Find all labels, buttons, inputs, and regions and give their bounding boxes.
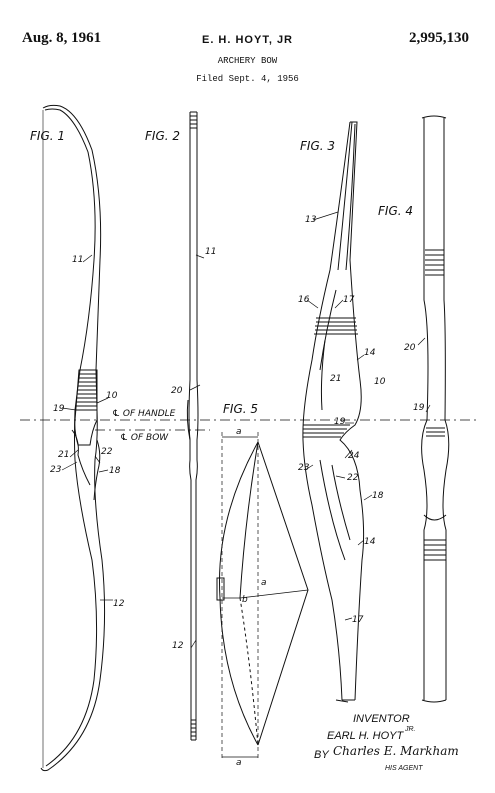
ref-17-top: 17 — [343, 295, 355, 305]
agent-signature: Charles E. Markham — [333, 744, 459, 758]
ref-19-fig3: 19 — [334, 417, 346, 427]
fig4-handle-front — [421, 115, 450, 703]
agent-title: HIS AGENT — [385, 765, 423, 772]
ref-21-fig1: 21 — [58, 450, 69, 460]
inventor-suffix: JR. — [404, 726, 416, 733]
ref-19-fig1: 19 — [53, 404, 65, 414]
patent-title: ARCHERY BOW — [217, 56, 278, 66]
ref-14-bottom: 14 — [364, 537, 376, 547]
ref-18-fig1: 18 — [109, 466, 121, 476]
dim-a-bottom: a — [236, 758, 242, 768]
centerline-bow-label: ℄ OF BOW — [120, 433, 169, 443]
fig1-bow-side-view — [40, 104, 106, 772]
centerline-handle-label: ℄ OF HANDLE — [112, 409, 176, 419]
ref-12-fig2: 12 — [172, 641, 184, 651]
ref-10-fig3: 10 — [374, 377, 386, 387]
fig2-label: FIG. 2 — [145, 129, 180, 143]
ref-23-fig3: 23 — [298, 463, 310, 473]
fig4-label: FIG. 4 — [378, 204, 413, 218]
ref-22-fig3: 22 — [347, 473, 359, 483]
dim-a-top: a — [236, 427, 242, 437]
fig3-handle-detail — [302, 121, 365, 703]
center-lines — [20, 419, 480, 431]
ref-20-fig4: 20 — [404, 343, 416, 353]
inventor-header: E. H. HOYT, JR — [201, 34, 294, 46]
ref-23-fig1: 23 — [50, 465, 62, 475]
fig5-label: FIG. 5 — [223, 402, 258, 416]
dim-a-middle: a — [261, 578, 267, 588]
fig1-label: FIG. 1 — [30, 129, 65, 143]
ref-11-fig2: 11 — [205, 247, 216, 257]
ref-22-fig1: 22 — [101, 447, 113, 457]
ref-21-fig3: 21 — [330, 374, 341, 384]
patent-number: 2,995,130 — [409, 30, 469, 46]
inventor-name: EARL H. HOYT — [327, 730, 404, 742]
filing-date: Filed Sept. 4, 1956 — [196, 74, 299, 84]
fig2-bow-front-view — [186, 111, 199, 741]
ref-18-fig3: 18 — [372, 491, 384, 501]
ref-19-fig4: 19 — [413, 403, 425, 413]
fig3-label: FIG. 3 — [300, 139, 335, 153]
ref-13: 13 — [305, 215, 317, 225]
dim-b: b — [242, 595, 248, 605]
ref-10-fig1: 10 — [106, 391, 118, 401]
leader-lines — [61, 211, 431, 649]
ref-14-top: 14 — [364, 348, 376, 358]
ref-16: 16 — [298, 295, 310, 305]
ref-11-fig1: 11 — [72, 255, 83, 265]
inventor-heading: INVENTOR — [353, 713, 410, 725]
ref-20-fig2: 20 — [171, 386, 183, 396]
by-label: BY — [314, 749, 329, 761]
ref-24: 24 — [348, 451, 360, 461]
patent-date: Aug. 8, 1961 — [22, 30, 102, 46]
ref-12-fig1: 12 — [113, 599, 125, 609]
ref-17-bottom: 17 — [352, 615, 364, 625]
fig5-draw-diagram — [216, 432, 309, 760]
